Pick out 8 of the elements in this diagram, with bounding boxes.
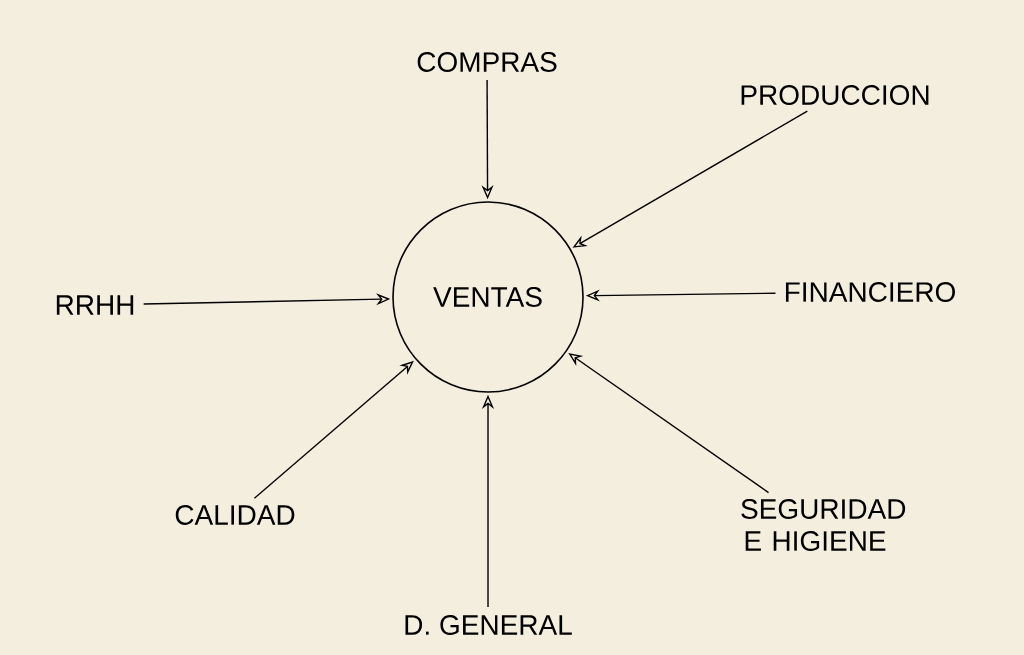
node-label: D. GENERAL (405, 615, 572, 635)
node-label: SEGURIDAD E HIGIENE (741, 499, 906, 551)
node-label: RRHH (56, 295, 134, 315)
circle-node: VENTAS (392, 201, 584, 393)
node-label: CALIDAD (175, 505, 295, 525)
node-label: FINANCIERO (785, 282, 955, 302)
node-label: COMPRAS (417, 52, 557, 72)
node-label: PRODUCCION (741, 85, 929, 105)
